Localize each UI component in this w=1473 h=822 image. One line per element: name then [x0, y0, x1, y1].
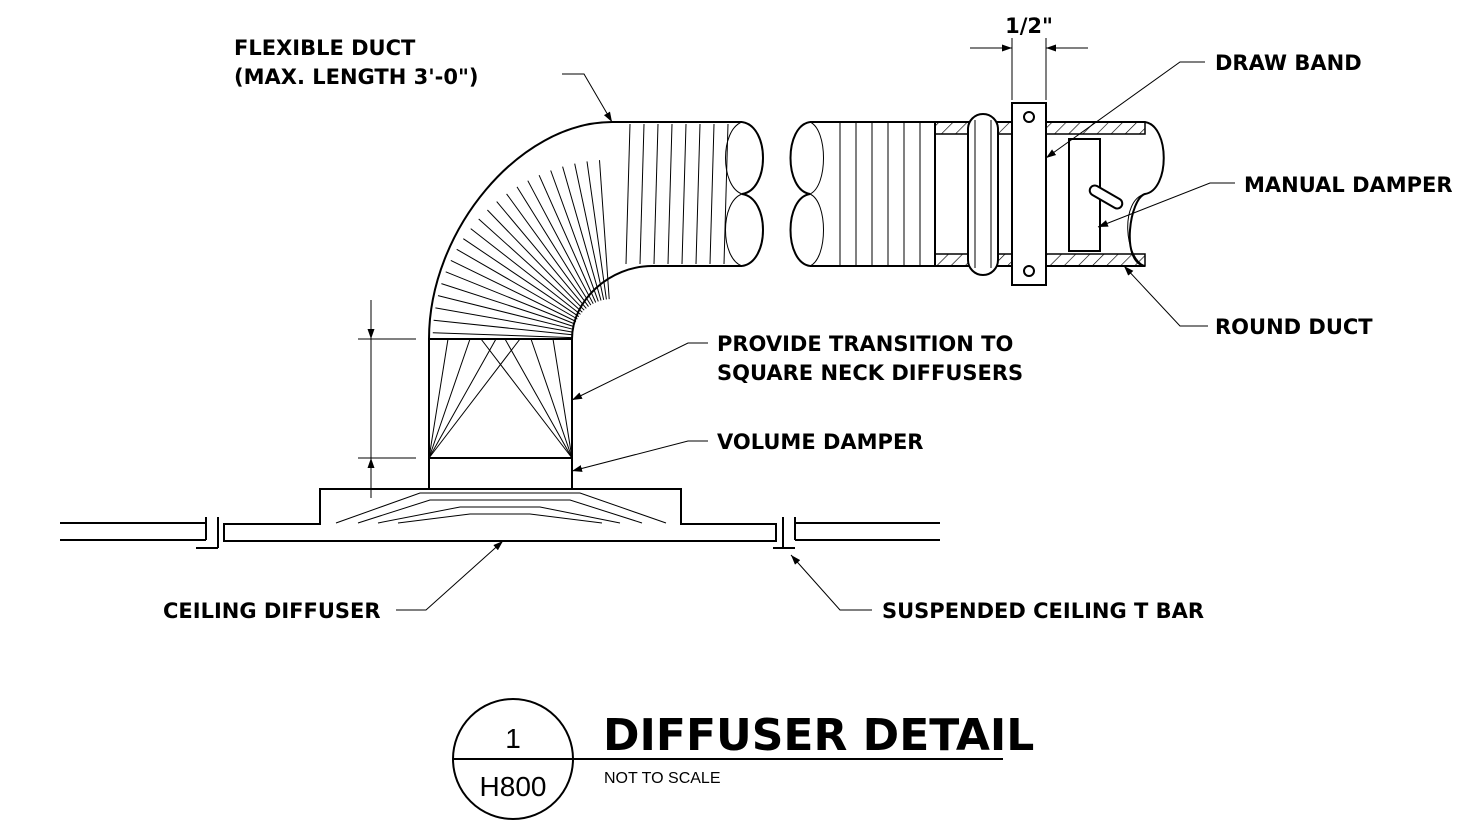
- corrugation-line: [562, 166, 602, 301]
- manual-damper: [1068, 138, 1124, 252]
- corrugation-line: [456, 248, 578, 320]
- corrugation-line: [574, 163, 605, 301]
- draw-band: [967, 102, 1047, 286]
- dimension-label: 1/2": [1005, 14, 1053, 38]
- label-volume-damper: VOLUME DAMPER: [717, 430, 923, 454]
- corrugation-line: [463, 238, 580, 318]
- leader-lines: [396, 61, 1235, 611]
- corrugation-line: [550, 170, 599, 302]
- corrugation-line: [478, 218, 583, 313]
- label-manual-damper: MANUAL DAMPER: [1244, 173, 1453, 197]
- flexible-duct: [428, 121, 764, 340]
- sheet-number: H800: [480, 771, 547, 802]
- corrugation-line: [599, 160, 610, 300]
- corrugation-line: [441, 283, 575, 328]
- corrugation-line: [506, 193, 589, 307]
- corrugation-line: [435, 307, 573, 333]
- corrugation-line: [723, 123, 729, 265]
- corrugation-line: [450, 259, 577, 322]
- corrugation-line: [681, 123, 687, 265]
- label-flexible-duct-line1: FLEXIBLE DUCT: [234, 36, 416, 60]
- label-transition-line1: PROVIDE TRANSITION TO: [717, 332, 1013, 356]
- corrugation-line: [432, 332, 573, 339]
- corrugation-line: [516, 186, 592, 306]
- label-ceiling-diffuser: CEILING DIFFUSER: [163, 599, 381, 623]
- label-flexible-duct-line2: (MAX. LENGTH 3'-0"): [234, 65, 479, 89]
- corrugation-line: [667, 123, 673, 265]
- detail-bubble: [452, 698, 1003, 820]
- suspended-ceiling: [60, 517, 940, 549]
- detail-title: DIFFUSER DETAIL: [603, 710, 1034, 761]
- corrugation-line: [470, 228, 581, 315]
- label-transition-line2: SQUARE NECK DIFFUSERS: [717, 361, 1023, 385]
- corrugation-line: [709, 123, 715, 265]
- ceiling-diffuser: [223, 488, 777, 542]
- corrugation-line: [496, 201, 587, 309]
- corrugation-line: [625, 123, 631, 265]
- flex-duct-corrugation: [432, 123, 729, 339]
- label-t-bar: SUSPENDED CEILING T BAR: [882, 599, 1204, 623]
- corrugation-line: [653, 123, 659, 265]
- dimension-neck-height: [358, 300, 416, 498]
- detail-number: 1: [505, 723, 521, 754]
- corrugation-line: [445, 271, 576, 325]
- corrugation-line: [487, 209, 585, 311]
- corrugation-line: [527, 180, 594, 304]
- diffuser-neck: [428, 338, 573, 490]
- scale-note: NOT TO SCALE: [604, 770, 720, 787]
- corrugation-line: [538, 174, 597, 303]
- corrugation-line: [586, 161, 607, 300]
- label-round-duct: ROUND DUCT: [1215, 315, 1373, 339]
- label-draw-band: DRAW BAND: [1215, 51, 1362, 75]
- corrugation-line: [695, 123, 701, 265]
- corrugation-line: [639, 123, 645, 265]
- dimension-half-inch: [970, 38, 1088, 100]
- corrugation-line: [437, 295, 574, 330]
- corrugation-line: [433, 319, 573, 336]
